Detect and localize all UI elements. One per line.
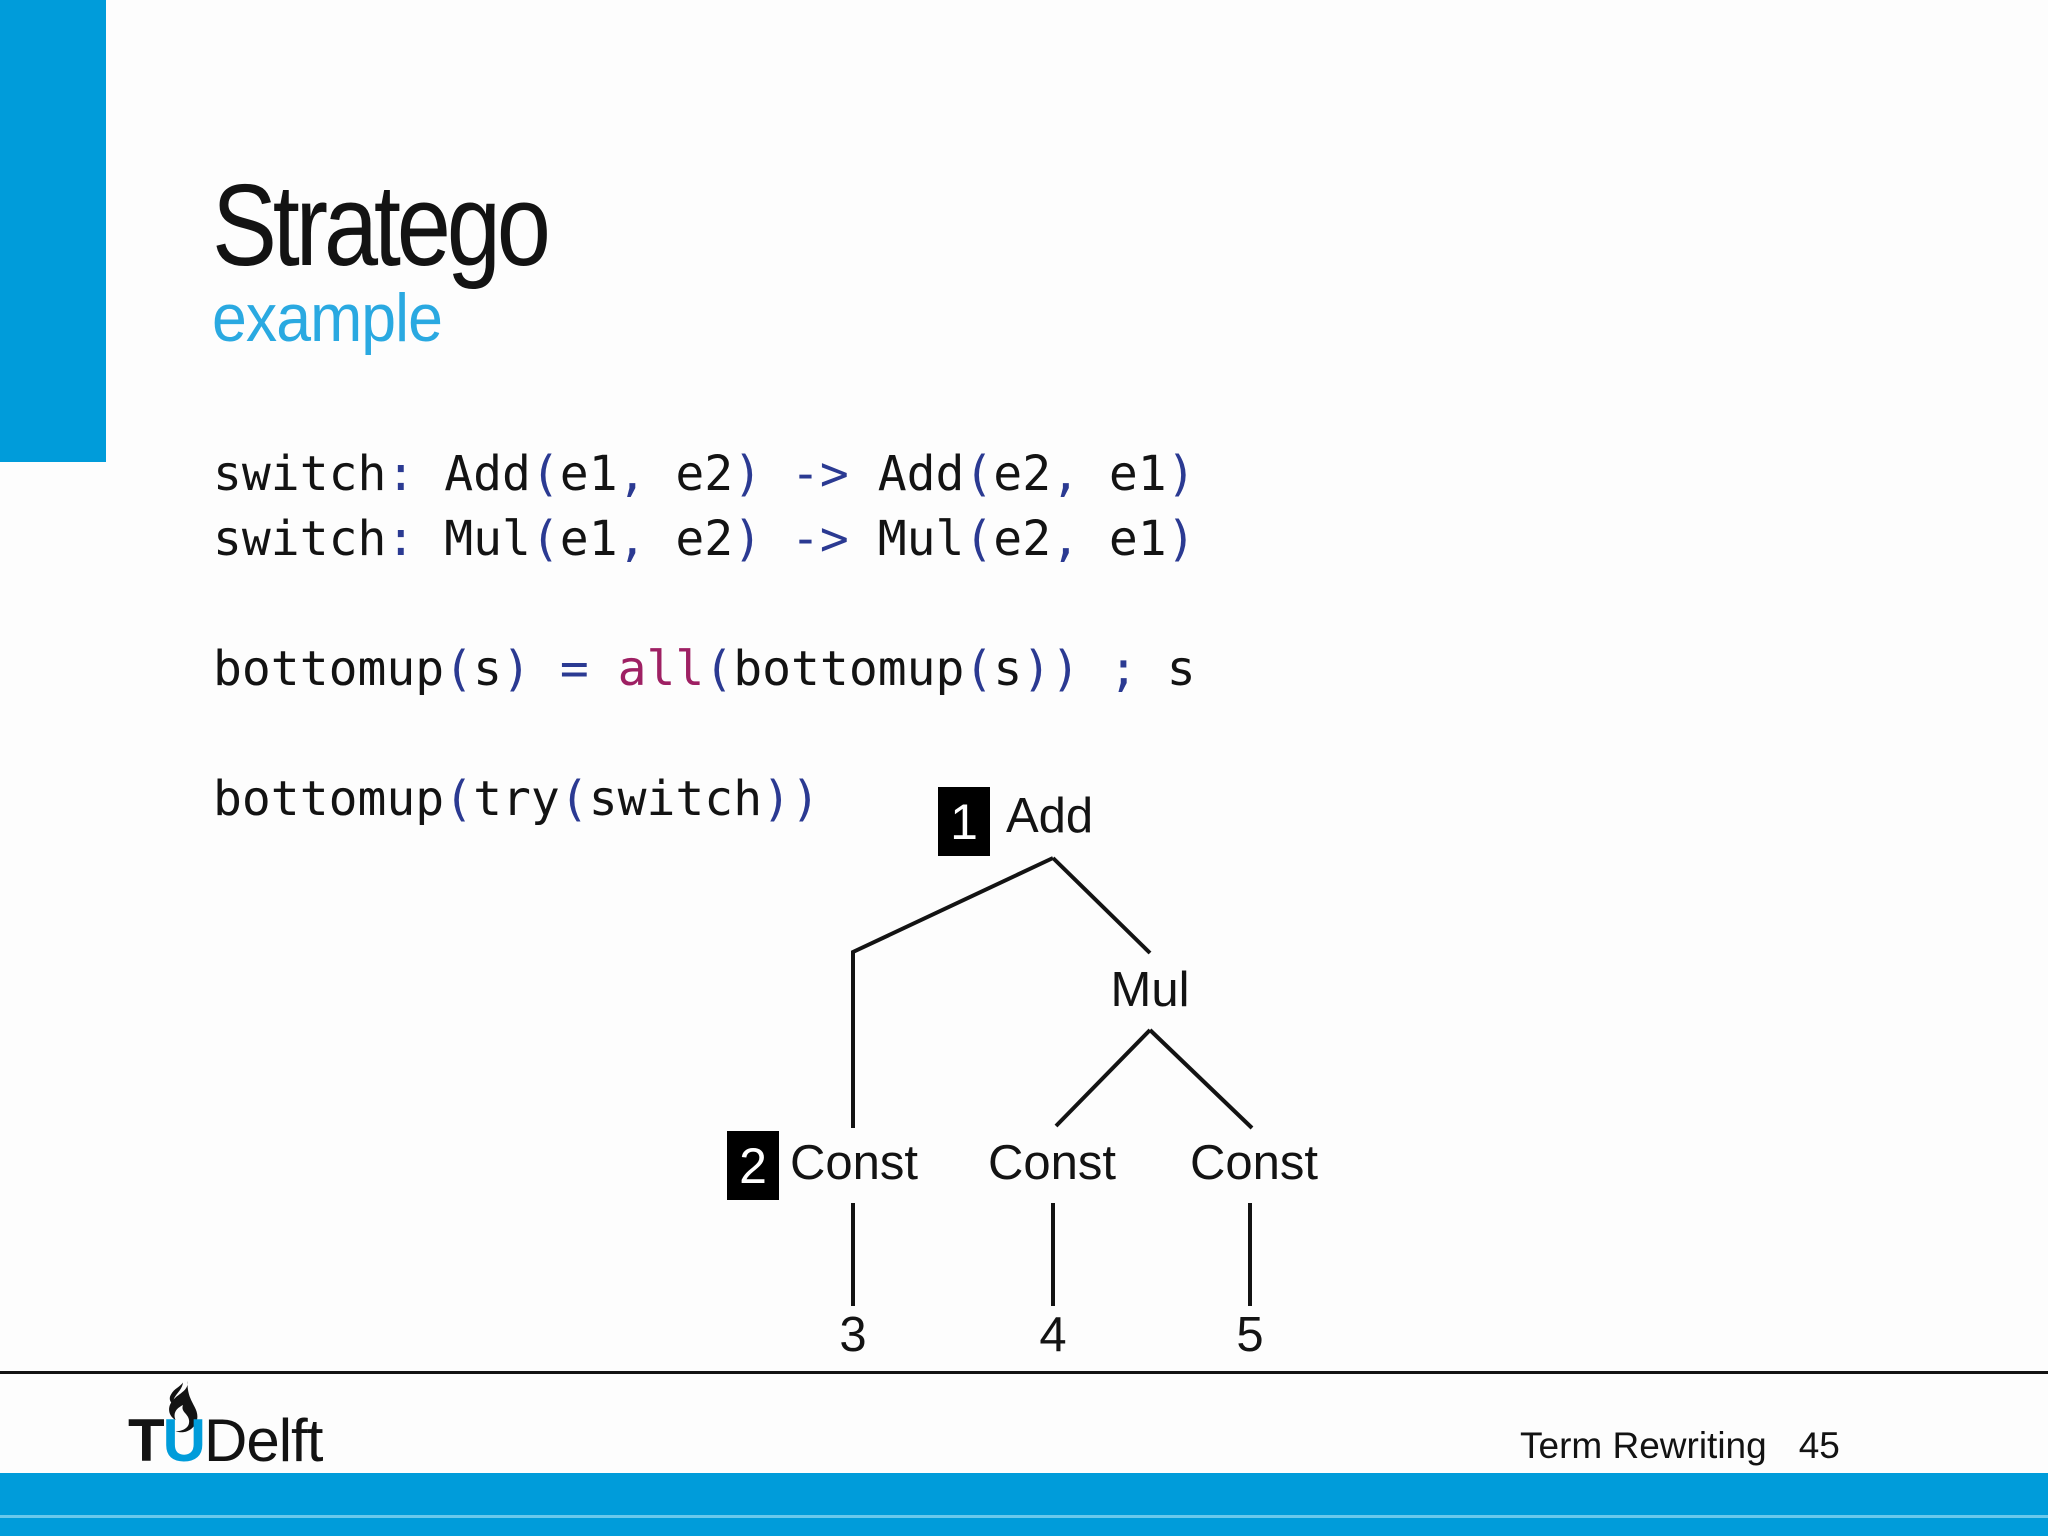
leaf-value-3: 3 xyxy=(839,1308,867,1362)
node-badge-2: 2 xyxy=(727,1131,779,1200)
node-label-const-right: Const xyxy=(1189,1136,1319,1190)
page-footer: Term Rewriting 45 xyxy=(1520,1427,1840,1464)
code-line: switch: Mul(e1, e2) -> Mul(e2, e1) xyxy=(213,511,1196,567)
page-title: Stratego xyxy=(212,160,551,290)
node-label-mul: Mul xyxy=(1110,963,1190,1017)
page-number: 45 xyxy=(1798,1425,1840,1466)
footer-divider xyxy=(0,1371,2048,1374)
logo-letter-t: T xyxy=(128,1407,165,1474)
code-block: switch: Add(e1, e2) -> Add(e2, e1) switch… xyxy=(213,442,1196,832)
bottom-accent-bar xyxy=(0,1473,2048,1536)
node-label-add: Add xyxy=(1006,789,1094,843)
leaf-value-5: 5 xyxy=(1236,1308,1264,1362)
code-line xyxy=(213,572,1196,637)
code-line: bottomup(try(switch)) xyxy=(213,771,820,827)
logo-letter-u: U xyxy=(162,1407,206,1474)
bottom-bar-highlight xyxy=(0,1515,2048,1518)
page-subtitle: example xyxy=(212,280,443,356)
tu-delft-logo: TUDelft xyxy=(128,1381,448,1471)
code-line: switch: Add(e1, e2) -> Add(e2, e1) xyxy=(213,446,1196,502)
node-badge-1: 1 xyxy=(938,787,990,856)
left-accent-bar xyxy=(0,0,106,462)
logo-delft: Delft xyxy=(204,1407,323,1474)
logo-text: TUDelft xyxy=(128,1411,323,1471)
node-label-const-left: Const xyxy=(790,1136,919,1190)
flame-icon xyxy=(169,1381,198,1433)
node-label-const-mid: Const xyxy=(987,1136,1117,1190)
leaf-value-4: 4 xyxy=(1039,1308,1067,1362)
code-line: bottomup(s) = all(bottomup(s)) ; s xyxy=(213,641,1196,697)
code-line xyxy=(213,702,1196,767)
course-label: Term Rewriting xyxy=(1520,1425,1767,1466)
